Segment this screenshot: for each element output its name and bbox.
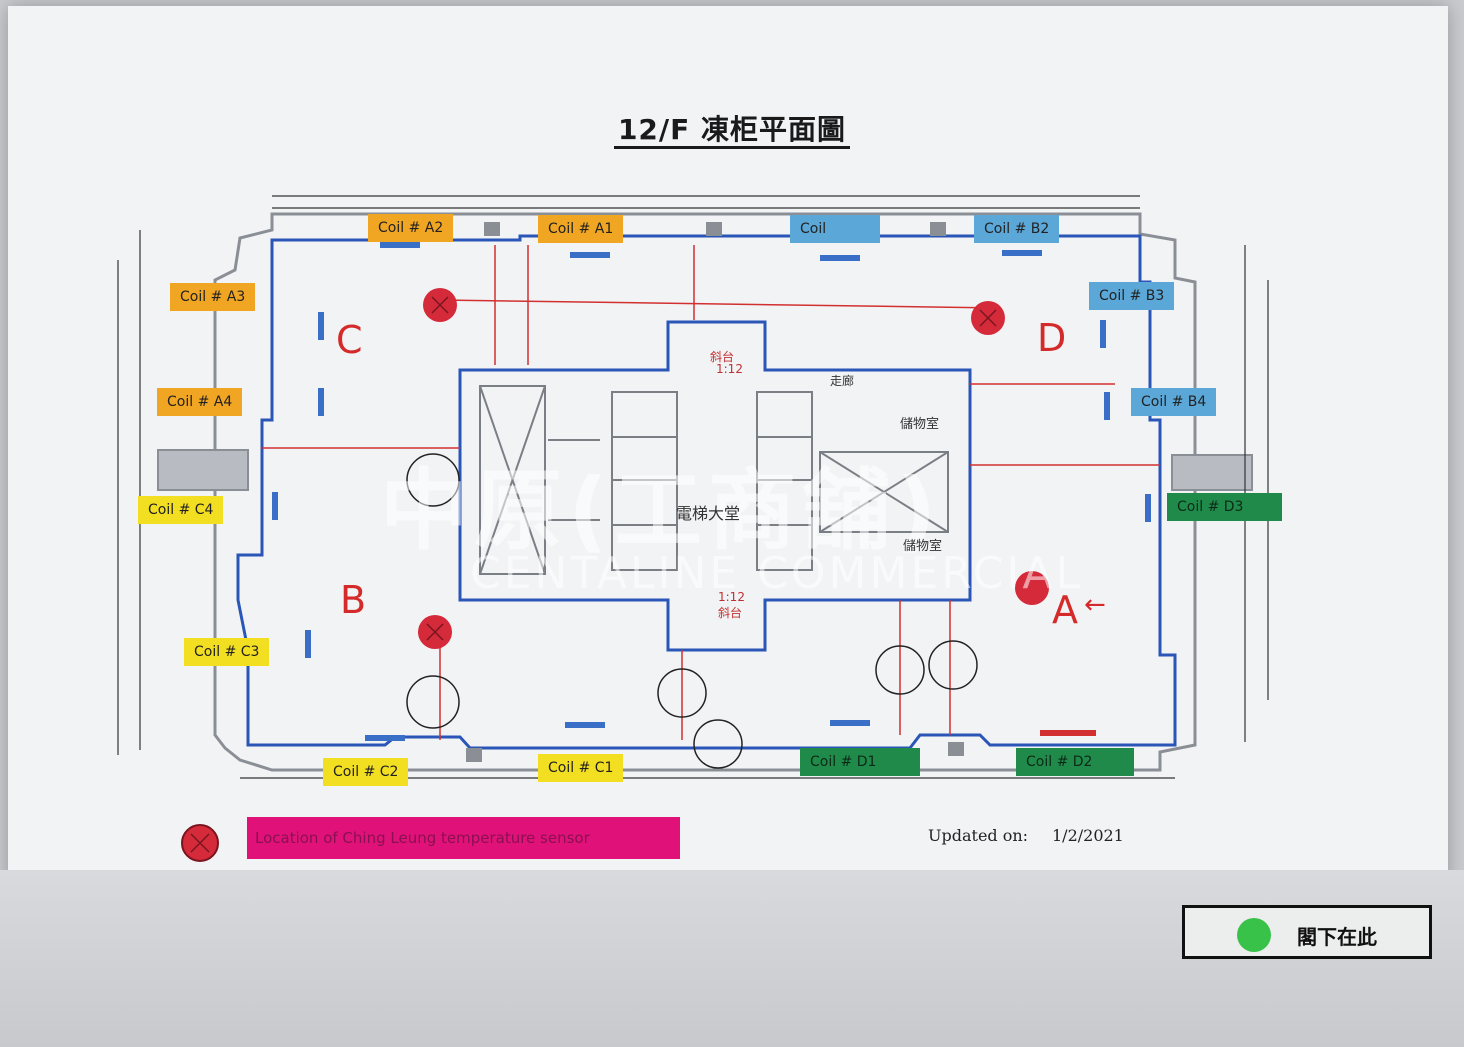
coil-label-b2: Coil # B2 — [974, 215, 1060, 243]
updated-date: 1/2/2021 — [1052, 826, 1124, 845]
outer-wall — [213, 212, 1197, 772]
coil-label-c1: Coil # C1 — [538, 754, 624, 782]
zone-a-arrow-icon: ← — [1084, 590, 1106, 620]
ramp-label-2: 斜台 — [718, 606, 743, 620]
outlet-circles — [406, 453, 978, 769]
dimension-lines — [262, 245, 1160, 740]
zone-label-a: A — [1052, 588, 1078, 632]
coil-label-b4: Coil # B4 — [1131, 388, 1217, 416]
coil-label-a1: Coil # A1 — [538, 215, 624, 243]
room-label-store-2: 儲物室 — [903, 539, 943, 554]
coil-label-c2: Coil # C2 — [323, 758, 409, 786]
you-are-here-dot-icon — [1237, 918, 1271, 952]
coil-label-d3: Coil # D3 — [1167, 493, 1282, 521]
room-label-store-1: 儲物室 — [900, 417, 940, 432]
coil-label-d1: Coil # D1 — [800, 748, 920, 776]
coil-label-a4: Coil # A4 — [157, 388, 243, 416]
watermark-chinese: 中原(工商舖) — [380, 459, 943, 562]
coil-label-d2: Coil # D2 — [1016, 748, 1134, 776]
sensor-cross — [190, 296, 997, 853]
core-outline — [458, 320, 972, 652]
you-are-here-label: 閣下在此 — [1297, 925, 1377, 949]
coil-label-a2: Coil # A2 — [368, 214, 454, 242]
ramp-ratio-1: 1:12 — [716, 362, 743, 376]
room-label-lobby: 電梯大堂 — [676, 504, 741, 523]
stairs — [157, 449, 1253, 491]
zone-label-b: B — [340, 578, 367, 622]
coil-label-c3: Coil # C3 — [184, 638, 270, 666]
coil-label-c4: Coil # C4 — [138, 496, 224, 524]
updated-label: Updated on: — [928, 826, 1029, 845]
ramp-label-1: 斜台 — [710, 350, 735, 364]
room-label-corridor: 走廊 — [830, 374, 855, 388]
coil-label-b1: Coil — [790, 215, 880, 243]
ramp-ratio-2: 1:12 — [718, 590, 745, 604]
coil-label-b3: Coil # B3 — [1089, 282, 1175, 310]
watermark-english: CENTALINE COMMERCIAL — [470, 548, 1083, 599]
ac-units — [272, 242, 1151, 741]
coil-label-a3: Coil # A3 — [170, 283, 256, 311]
zone-label-c: C — [336, 318, 363, 362]
core-interior — [479, 385, 949, 575]
sensor-legend: Location of Ching Leung temperature sens… — [247, 817, 680, 859]
plan-title: 12/F 凍柜平面圖 — [0, 108, 1464, 149]
columns — [466, 222, 964, 762]
you-are-here-sign: 閣下在此 — [1182, 905, 1432, 959]
zone-label-d: D — [1037, 316, 1067, 360]
